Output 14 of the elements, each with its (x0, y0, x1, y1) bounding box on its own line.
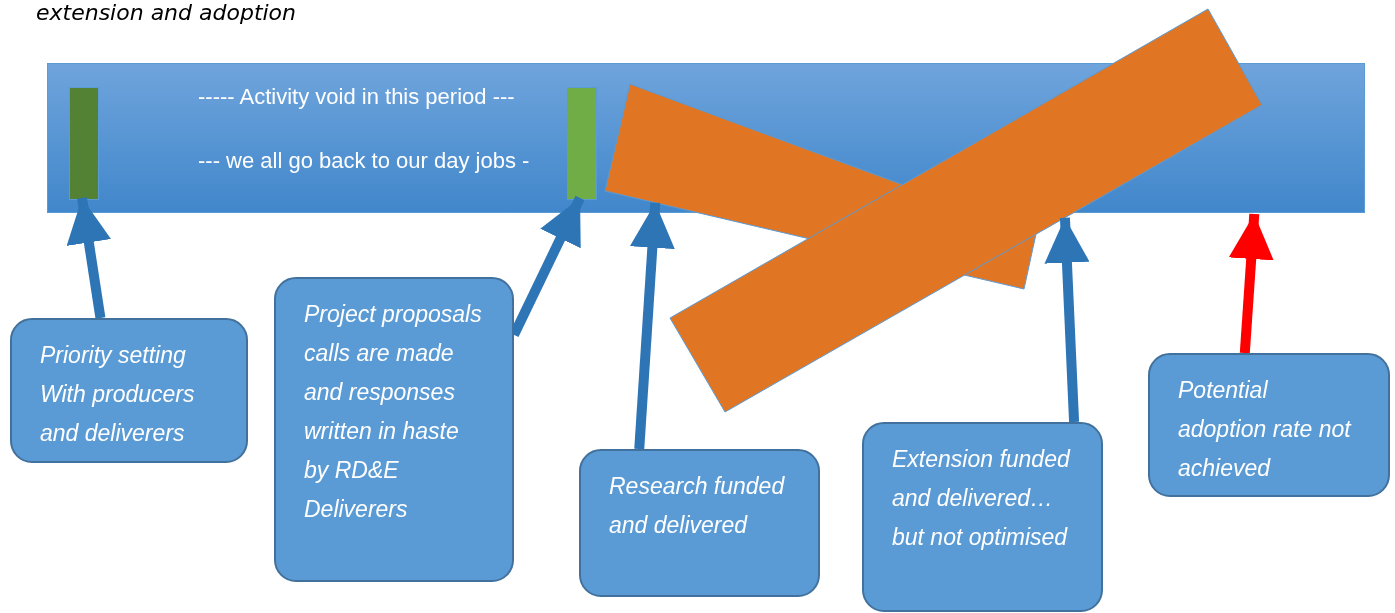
arrow (66, 197, 112, 319)
callout-box: Project proposals calls are made and responses written in haste by RD&E Deliverers (274, 277, 514, 582)
callout-box: Research funded and delivered (579, 449, 820, 597)
band-text: --- we all go back to our day jobs - (198, 148, 530, 174)
title: extension and adoption (36, 0, 297, 25)
callout-box: Potential adoption rate not achieved (1148, 353, 1390, 497)
callout-box: Extension funded and delivered… but not optimised (862, 422, 1103, 612)
arrow (629, 202, 675, 450)
bar (69, 87, 99, 200)
bar (567, 87, 597, 200)
arrow (1044, 217, 1090, 423)
band-text: ----- Activity void in this period --- (198, 84, 515, 110)
callout-box: Priority setting With producers and deliverers (10, 318, 248, 463)
arrow (1228, 213, 1274, 354)
